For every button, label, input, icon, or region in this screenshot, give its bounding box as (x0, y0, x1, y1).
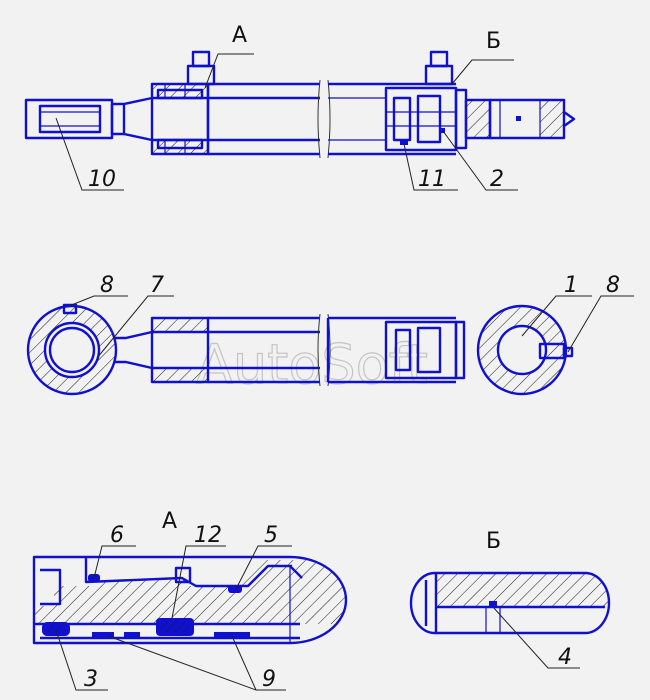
callout-7: 7 (150, 273, 164, 298)
detail-a (32, 555, 348, 645)
top-view-hatching (152, 84, 564, 154)
callout-4: 4 (558, 645, 572, 670)
callout-11: 11 (418, 167, 446, 192)
view-label-b-top: Б (486, 29, 501, 54)
callout-9: 9 (262, 667, 276, 692)
callout-8-right: 8 (606, 273, 620, 298)
callout-5: 5 (264, 523, 278, 548)
callout-6: 6 (110, 523, 124, 548)
callout-8-left: 8 (100, 273, 114, 298)
callout-2: 2 (490, 167, 504, 192)
callout-10: 10 (88, 167, 116, 192)
detail-title-a: А (162, 509, 177, 534)
leader-lines (55, 53, 634, 691)
callout-12: 12 (194, 523, 222, 548)
middle-view (26, 303, 574, 396)
callout-3: 3 (84, 667, 98, 692)
detail-title-b: Б (486, 529, 501, 554)
view-label-a-top: А (232, 23, 247, 48)
callout-1: 1 (564, 273, 578, 298)
watermark-text: AutoSoft (196, 333, 428, 396)
detail-b (409, 571, 611, 635)
top-view-section (24, 50, 576, 159)
